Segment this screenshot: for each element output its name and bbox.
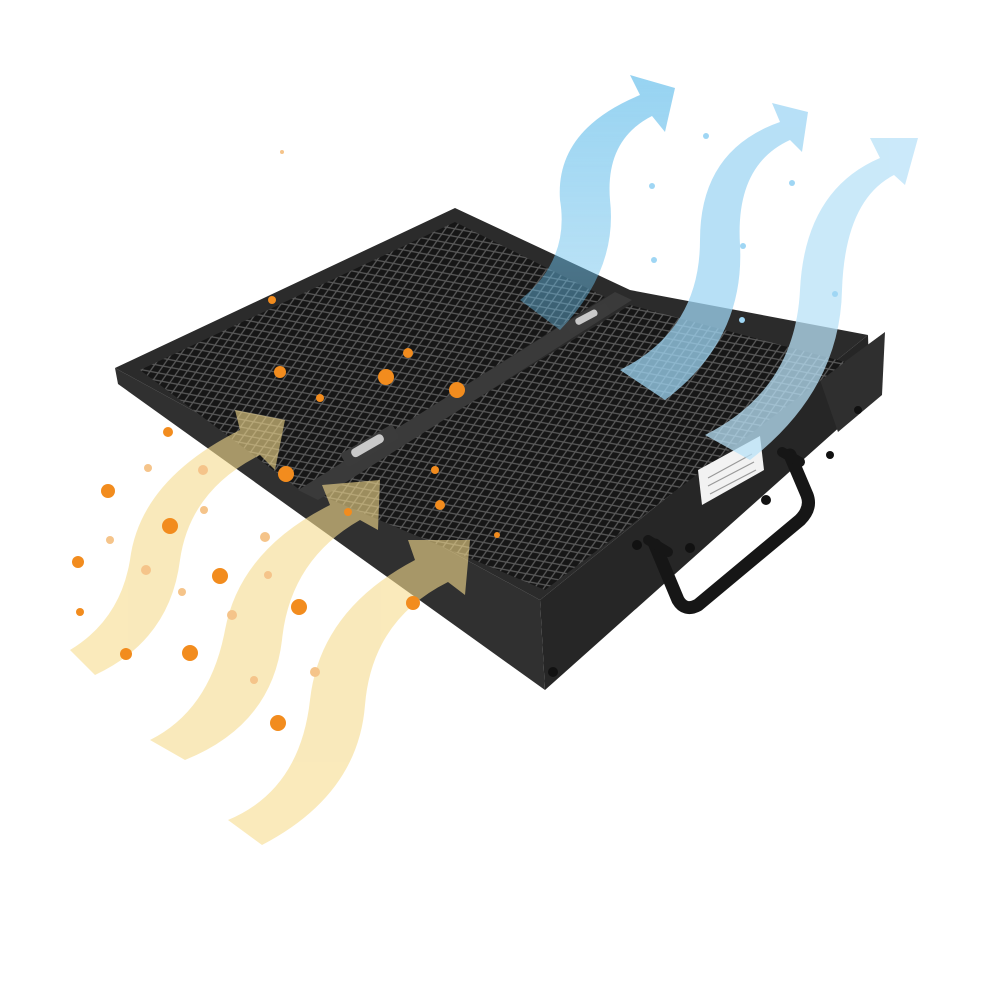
hinge-bottom [341,425,399,467]
dirty-airflow [70,410,470,845]
dirty-airflow-arrow-1 [70,410,285,675]
dirty-airflow-arrow-2 [150,480,380,760]
hinge-top [565,302,611,334]
right-mesh-panel [320,305,845,590]
side-screws [548,406,862,677]
clean-airflow-arrow-3 [705,138,918,460]
handle [643,447,815,615]
dirty-airflow-arrow-3 [228,540,470,845]
clean-airflow [520,75,918,460]
clean-airflow-arrow-2 [620,103,808,400]
filter-right-flange [820,332,885,432]
clean-airflow-arrow-1 [520,75,675,330]
clean-air-dots [649,133,838,323]
dirt-particles [72,150,500,731]
